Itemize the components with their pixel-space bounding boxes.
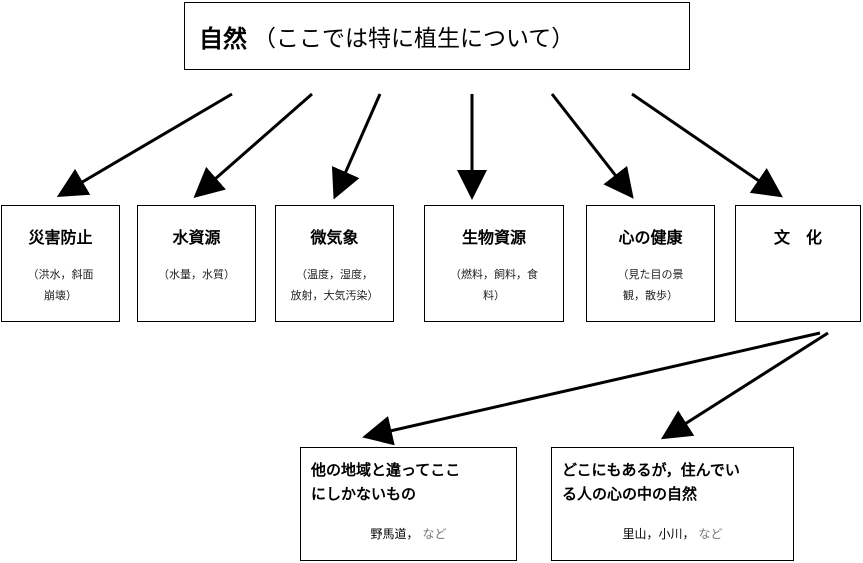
category-culture: 文 化	[735, 205, 861, 322]
category-detail: （見た目の景 観，散歩）	[591, 264, 710, 306]
leaf-example-text: 野馬道，	[370, 527, 419, 541]
leaf-title: どこにもあるが，住んでい る人の心の中の自然	[562, 458, 785, 506]
leaf-example: 里山，小川，など	[552, 525, 793, 542]
category-detail-line: （洪水，斜面	[27, 268, 94, 281]
category-detail-line: （温度，湿度，	[296, 268, 373, 281]
leaf-example-text: 里山，小川，	[622, 527, 695, 541]
category-detail-line: （見た目の景	[617, 268, 684, 281]
category-detail: （温度，湿度， 放射，大気汚染）	[280, 264, 389, 306]
leaf-title-line: どこにもあるが，住んでい	[562, 461, 740, 479]
category-detail-line: 崩壊）	[44, 289, 77, 302]
root-title: 自然	[199, 24, 247, 53]
category-detail-line: （燃料，飼料，食	[450, 268, 538, 281]
arrow-to-culture	[631, 92, 783, 198]
arrow-culture-to-unique	[362, 331, 821, 446]
leaf-title-line: 他の地域と違ってここ	[311, 461, 461, 479]
arrow-to-water-resources	[193, 92, 313, 198]
leaf-example-etc: など	[422, 527, 447, 541]
category-biological-resources: 生物資源 （燃料，飼料，食 料）	[424, 205, 564, 322]
category-disaster-prevention: 災害防止 （洪水，斜面 崩壊）	[1, 205, 120, 322]
category-title: 心の健康	[618, 228, 683, 247]
root-node: 自然 （ここでは特に植生について）	[184, 2, 690, 70]
leaf-title-line: る人の心の中の自然	[562, 485, 698, 503]
category-detail: （洪水，斜面 崩壊）	[6, 264, 115, 306]
arrow-to-disaster-prevention	[56, 92, 233, 198]
leaf-title-line: にしかないもの	[311, 485, 417, 503]
category-detail: （水量，水質）	[142, 264, 251, 285]
leaf-example-etc: など	[698, 527, 723, 541]
culture-unique-place: 他の地域と違ってここ にしかないもの 野馬道，など	[300, 447, 517, 561]
root-subtitle: （ここでは特に植生について）	[253, 26, 575, 52]
category-title: 生物資源	[461, 228, 526, 247]
leaf-example: 野馬道，など	[301, 525, 516, 542]
arrow-culture-to-everywhere	[660, 331, 829, 440]
category-microclimate: 微気象 （温度，湿度， 放射，大気汚染）	[275, 205, 394, 322]
category-detail-line: （水量，水質）	[158, 268, 235, 281]
category-mental-health: 心の健康 （見た目の景 観，散歩）	[586, 205, 715, 322]
arrow-to-mental-health	[550, 93, 634, 199]
category-detail-line: 観，散歩）	[623, 289, 678, 302]
category-title: 水資源	[172, 228, 221, 247]
arrow-to-microclimate	[331, 93, 382, 200]
category-detail: （燃料，飼料，食 料）	[429, 264, 559, 306]
category-water-resources: 水資源 （水量，水質）	[137, 205, 256, 322]
category-detail-line: 放射，大気汚染）	[290, 289, 379, 302]
category-detail-line: 料）	[483, 289, 505, 302]
category-title: 災害防止	[28, 228, 93, 247]
category-title: 微気象	[310, 228, 359, 247]
category-title: 文 化	[773, 228, 822, 247]
culture-everywhere-nature: どこにもあるが，住んでい る人の心の中の自然 里山，小川，など	[551, 447, 794, 561]
leaf-title: 他の地域と違ってここ にしかないもの	[311, 458, 508, 506]
